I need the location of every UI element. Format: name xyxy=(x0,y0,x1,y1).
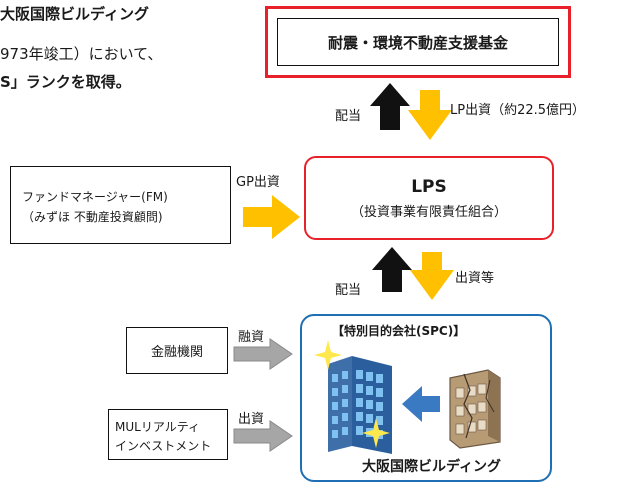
loan-label: 融資 xyxy=(238,330,265,345)
intro-line-3: S」ランクを取得。 xyxy=(0,73,131,91)
lp-investment-down-arrow xyxy=(408,90,452,140)
sparkle-icon-small xyxy=(362,418,390,448)
lps-subtitle: （投資事業有限責任組合） xyxy=(350,204,507,220)
investment-etc-label: 出資等 xyxy=(455,271,495,286)
fund-label: 耐震・環境不動産支援基金 xyxy=(327,33,508,52)
renovation-left-arrow xyxy=(402,386,440,422)
dividend-label-bottom: 配当 xyxy=(335,283,362,298)
fund-box: 耐震・環境不動産支援基金 xyxy=(265,6,571,78)
mul-box: MULリアルティ インベストメント xyxy=(108,409,228,460)
gp-investment-label: GP出資 xyxy=(236,175,280,190)
intro-line-1: 大阪国際ビルディング xyxy=(0,5,149,23)
new-building-icon xyxy=(328,356,392,454)
gp-investment-right-arrow xyxy=(243,195,300,239)
intro-line-2: 973年竣工）において、 xyxy=(0,45,163,63)
dividend-up-arrow-top xyxy=(370,83,410,130)
lp-investment-label: LP出資（約22.5億円） xyxy=(450,103,586,118)
mul-name-line-2: インベストメント xyxy=(115,439,212,453)
loan-right-arrow xyxy=(233,338,293,370)
lps-box: LPS （投資事業有限責任組合） xyxy=(304,156,554,240)
spc-illustration xyxy=(314,340,501,454)
fund-inner-box: 耐震・環境不動産支援基金 xyxy=(277,18,559,66)
lps-title: LPS xyxy=(411,176,447,197)
investment-label: 出資 xyxy=(238,412,265,427)
spc-building-name: 大阪国際ビルディング xyxy=(362,459,502,475)
dividend-up-arrow-bottom xyxy=(372,247,412,292)
dividend-label-top: 配当 xyxy=(335,109,362,124)
crack-icon xyxy=(463,373,473,439)
sparkle-icon xyxy=(314,340,342,370)
lender-box: 金融機関 xyxy=(126,327,228,374)
spc-title: 【特別目的会社(SPC)】 xyxy=(332,324,466,338)
mul-name-line-1: MULリアルティ xyxy=(115,420,200,434)
lender-label: 金融機関 xyxy=(150,345,203,360)
old-building-icon xyxy=(449,369,501,449)
fund-manager-company: （みずほ 不動産投資顧問) xyxy=(22,210,163,224)
investment-down-arrow xyxy=(410,252,454,300)
fund-manager-box: ファンドマネージャー(FM) （みずほ 不動産投資顧問) xyxy=(10,166,231,244)
fund-manager-name: ファンドマネージャー(FM) xyxy=(22,190,168,204)
investment-right-arrow xyxy=(233,420,293,452)
